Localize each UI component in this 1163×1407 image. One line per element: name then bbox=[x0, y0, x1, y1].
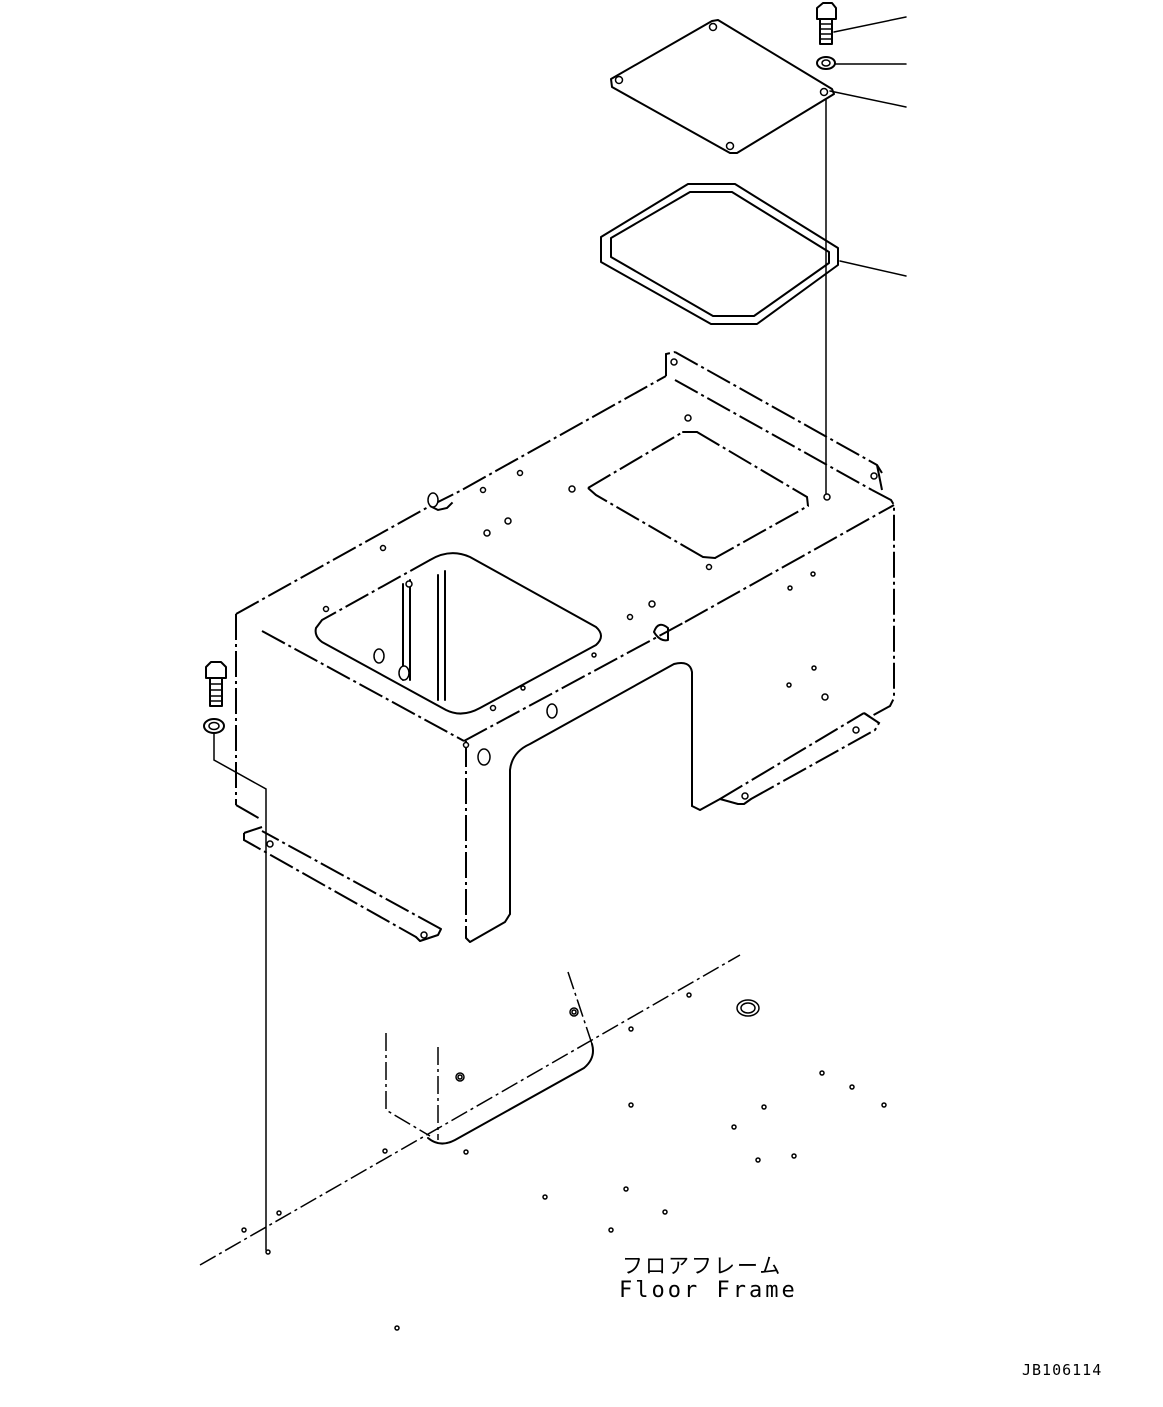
drawing-number: JB106114 bbox=[1022, 1361, 1103, 1379]
floor-frame bbox=[199, 954, 887, 1331]
leader-lines bbox=[825, 16, 907, 497]
console-frame bbox=[235, 351, 895, 943]
side-bolt-leader bbox=[213, 732, 267, 1251]
side-bolt[interactable] bbox=[205, 661, 227, 707]
floor-frame-label-jp: フロアフレーム bbox=[622, 1254, 783, 1278]
gasket[interactable] bbox=[600, 183, 839, 325]
cover-bolt[interactable] bbox=[816, 2, 837, 45]
cover-washer[interactable] bbox=[816, 56, 836, 70]
cover-plate[interactable] bbox=[610, 19, 835, 154]
side-washer[interactable] bbox=[203, 718, 225, 734]
console-holes bbox=[266, 358, 878, 939]
floor-frame-label-en: Floor Frame bbox=[619, 1278, 798, 1303]
